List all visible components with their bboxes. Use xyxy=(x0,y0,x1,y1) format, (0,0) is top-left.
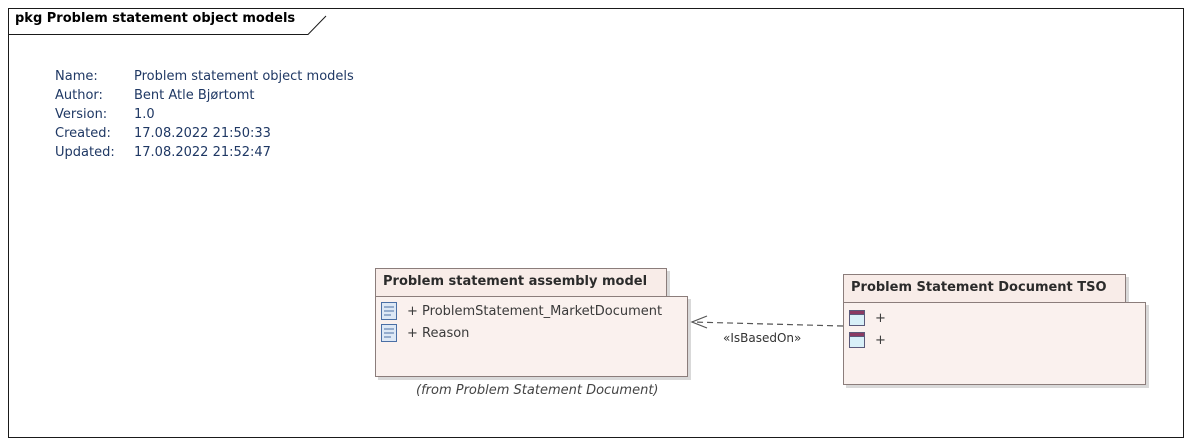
package-title: Problem Statement Document TSO xyxy=(851,280,1107,295)
frame-title: pkg Problem statement object models xyxy=(15,11,296,26)
class-element-icon xyxy=(381,324,397,342)
package-element-label: + ProblemStatement_MarketDocument xyxy=(407,303,663,319)
package-element[interactable]: + ProblemStatement_MarketDocument xyxy=(381,302,662,320)
package-document-tso[interactable]: Problem Statement Document TSO + + xyxy=(843,274,1148,386)
metadata-row-created: Created: 17.08.2022 21:50:33 xyxy=(55,124,354,143)
metadata-key: Version: xyxy=(55,107,108,122)
diagram-metadata: Name: Problem statement object models Au… xyxy=(55,67,354,162)
metadata-value: 17.08.2022 21:52:47 xyxy=(134,145,271,160)
package-tab: Problem statement assembly model xyxy=(375,268,667,297)
connector-stereotype: «IsBasedOn» xyxy=(723,331,802,345)
metadata-key: Created: xyxy=(55,126,111,141)
metadata-row-updated: Updated: 17.08.2022 21:52:47 xyxy=(55,143,354,162)
package-tab: Problem Statement Document TSO xyxy=(843,274,1126,303)
frame-tab xyxy=(8,8,328,35)
metadata-key: Name: xyxy=(55,69,98,84)
metadata-value: 1.0 xyxy=(134,107,155,122)
metadata-value: 17.08.2022 21:50:33 xyxy=(134,126,271,141)
package-element-label: + Reason xyxy=(407,325,470,341)
package-element[interactable]: + Reason xyxy=(381,324,469,342)
metadata-key: Author: xyxy=(55,88,103,103)
package-element-label: + xyxy=(875,332,886,348)
metadata-key: Updated: xyxy=(55,145,115,160)
metadata-value: Bent Atle Bjørtomt xyxy=(134,88,255,103)
package-element-label: + xyxy=(875,310,886,326)
metadata-value: Problem statement object models xyxy=(134,69,354,84)
package-assembly-model[interactable]: Problem statement assembly model + Probl… xyxy=(375,268,690,378)
metadata-row-author: Author: Bent Atle Bjørtomt xyxy=(55,86,354,105)
table-element-icon xyxy=(849,310,865,326)
package-origin-note: (from Problem Statement Document) xyxy=(416,383,659,398)
package-element[interactable]: + xyxy=(849,332,886,348)
open-arrow-head-icon xyxy=(690,315,708,329)
class-element-icon xyxy=(381,302,397,320)
diagram-frame xyxy=(8,8,1184,438)
metadata-row-version: Version: 1.0 xyxy=(55,105,354,124)
dependency-line xyxy=(691,321,844,327)
metadata-row-name: Name: Problem statement object models xyxy=(55,67,354,86)
package-title: Problem statement assembly model xyxy=(383,274,648,289)
package-element[interactable]: + xyxy=(849,310,886,326)
package-body xyxy=(843,302,1146,385)
table-element-icon xyxy=(849,332,865,348)
package-body xyxy=(375,296,688,377)
